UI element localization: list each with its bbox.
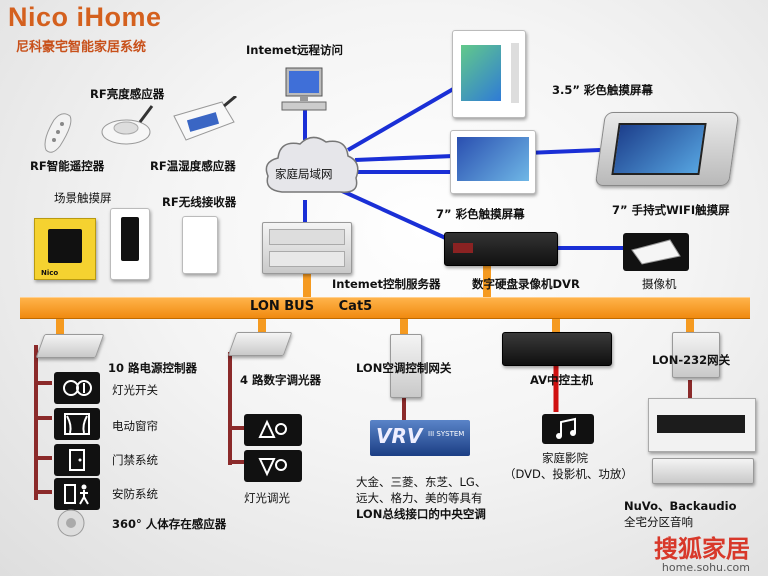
lon-bus-label: LON BUS Cat5 — [250, 299, 372, 314]
dvr-device — [444, 232, 558, 266]
access-label: 门禁系统 — [112, 453, 158, 467]
camera-label: 摄像机 — [642, 277, 677, 291]
internet-server — [262, 222, 352, 274]
light-switch-icon — [54, 372, 100, 404]
audio-system-device — [648, 398, 756, 452]
home-lan-label: 家庭局域网 — [275, 167, 333, 181]
page-title: Nico iHome — [8, 2, 162, 32]
link-lan-dvr — [339, 188, 451, 242]
remote-control-icon — [44, 113, 72, 153]
light-sensor-icon — [101, 105, 154, 145]
security-icon — [54, 478, 100, 510]
vrv-logo: VRV III SYSTEM — [370, 420, 470, 456]
presence-label: 360° 人体存在感应器 — [112, 517, 227, 531]
power-controller-device — [35, 334, 105, 358]
curtain-label: 电动窗帘 — [112, 419, 158, 433]
touch-screen-7 — [450, 130, 536, 194]
rf-receiver-label: RF无线接收器 — [162, 195, 237, 209]
light-dim-label: 灯光调光 — [244, 491, 290, 505]
audio-line-2: 全宅分区音响 — [624, 515, 693, 529]
ac-brands-line-1: 大金、三菱、东芝、LG、 — [356, 475, 487, 489]
tree-power — [34, 345, 52, 500]
av-host-device — [502, 332, 612, 366]
internet-server-label: Intemet控制服务器 — [332, 277, 441, 291]
presence-sensor-icon — [57, 509, 85, 537]
touch-switch-panel — [110, 208, 150, 280]
touch-screen-35 — [452, 30, 526, 118]
link-lan-35 — [346, 86, 457, 152]
scene-touch-logo: Nico — [41, 269, 59, 277]
vrv-logo-text: VRV — [376, 424, 423, 448]
av-host-label: AV中控主机 — [530, 373, 594, 387]
watermark-url: home.sohu.com — [661, 561, 750, 574]
touch-7-label: 7” 彩色触摸屏幕 — [436, 207, 525, 221]
internet-access-label: Intemet远程访问 — [246, 43, 344, 57]
music-note-icon — [542, 414, 594, 444]
watermark: 搜狐家居 home.sohu.com — [654, 537, 750, 574]
ac-gateway-device — [390, 334, 422, 398]
handheld-touch-screen — [594, 112, 740, 186]
dvr-label: 数字硬盘录像机DVR — [472, 277, 580, 291]
rf-light-sensor-label: RF亮度感应器 — [90, 87, 165, 101]
power-ctrl-label: 10 路电源控制器 — [108, 361, 198, 375]
curtain-icon — [54, 408, 100, 440]
lon232-device — [672, 332, 720, 378]
tree-dimmer — [228, 352, 245, 465]
dimmer-label: 4 路数字调光器 — [240, 373, 322, 387]
lon-bus-text: LON BUS — [250, 299, 315, 314]
dim-down-icon — [244, 450, 302, 482]
rf-remote-label: RF智能遥控器 — [30, 159, 105, 173]
computer-icon — [281, 67, 327, 111]
scene-touch-label: 场景触摸屏 — [54, 191, 112, 205]
scene-touch-panel: Nico — [34, 218, 96, 280]
ac-brands-line-2: 远大、格力、美的等具有 — [356, 491, 483, 505]
dim-up-icon — [244, 414, 302, 446]
audio-line-1: NuVo、Backaudio — [624, 499, 737, 513]
cat5-text: Cat5 — [338, 299, 373, 314]
ac-brands-line-3: LON总线接口的中央空调 — [356, 507, 486, 521]
touch-35-label: 3.5” 彩色触摸屏幕 — [552, 83, 653, 97]
lon232-label: LON-232网关 — [652, 353, 731, 367]
camera-icon — [623, 233, 689, 271]
home-theater-line-2: （DVD、投影机、功放） — [504, 467, 633, 481]
watermark-text: 搜狐家居 — [654, 535, 750, 563]
page-subtitle: 尼科豪宅智能家居系统 — [16, 40, 147, 55]
rf-receiver-device — [182, 216, 218, 274]
light-switch-label: 灯光开关 — [112, 383, 158, 397]
ac-gateway-label: LON空调控制网关 — [356, 361, 452, 375]
temp-humidity-sensor-icon — [173, 96, 237, 141]
rf-temp-humidity-label: RF温湿度感应器 — [150, 159, 236, 173]
door-icon — [54, 444, 100, 476]
home-theater-line-1: 家庭影院 — [542, 451, 588, 465]
audio-amp-device — [652, 458, 754, 484]
lon-bus-bar — [20, 297, 750, 319]
dimmer-device — [227, 332, 293, 356]
cloud-icon — [265, 136, 359, 193]
vrv-logo-subtext: III SYSTEM — [428, 430, 465, 438]
security-label: 安防系统 — [112, 487, 158, 501]
handheld-7-label: 7” 手持式WIFI触摸屏 — [612, 203, 730, 217]
